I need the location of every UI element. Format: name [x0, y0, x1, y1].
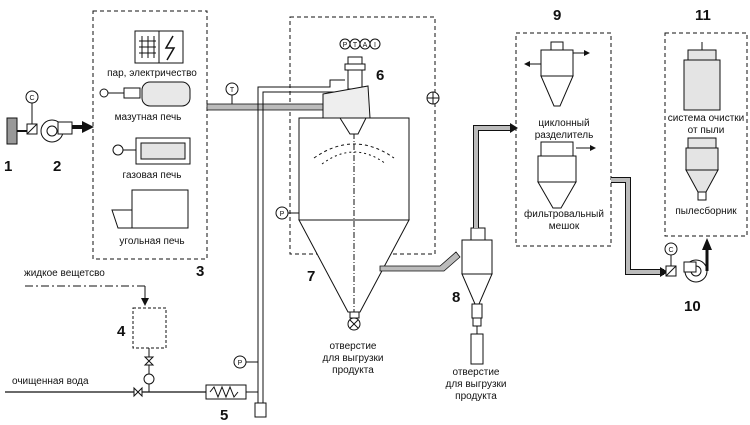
- label-coal-furnace: угольная печь: [119, 236, 184, 247]
- label-cyclone-2: разделитель: [535, 130, 594, 141]
- dust-cleaning-tower: [683, 42, 721, 111]
- number-9: 9: [553, 7, 561, 24]
- chamber-to-cyclone-duct: [379, 251, 461, 272]
- drying-chamber: [298, 117, 410, 313]
- label-bag-2: мешок: [549, 221, 580, 232]
- liquid-tank: [132, 307, 167, 392]
- sight-glass-icon: [426, 91, 440, 105]
- label-dust-system-1: система очистки: [668, 113, 745, 124]
- label-outlet7-3: продукта: [332, 365, 374, 376]
- control-c-fan1: C: [25, 90, 39, 135]
- separator-to-fan-duct: [611, 177, 668, 277]
- temperature-sensor-t: T: [225, 82, 239, 104]
- label-outlet8-2: для выгрузки: [445, 379, 506, 390]
- liquid-feed-line: [25, 285, 149, 306]
- top-instruments-ptai: P T A I: [339, 38, 381, 50]
- number-3: 3: [196, 263, 204, 280]
- label-outlet8-3: продукта: [455, 391, 497, 402]
- product-cyclone: [461, 227, 493, 365]
- label-liquid: жидкое вещетсво: [24, 268, 105, 279]
- label-bag-1: фильтровальный: [524, 208, 604, 220]
- number-10: 10: [684, 298, 701, 315]
- number-8: 8: [452, 289, 460, 306]
- svg-text:P: P: [238, 360, 243, 367]
- control-c-fan10: C: [664, 242, 678, 277]
- label-outlet7-1: отверстие: [330, 341, 377, 352]
- dryer-box: [289, 16, 436, 255]
- chamber-discharge-valve: [347, 311, 361, 331]
- chamber-pressure-p: P: [275, 206, 299, 220]
- coal-furnace-icon: [111, 189, 189, 229]
- number-7: 7: [307, 268, 315, 285]
- svg-text:A: A: [363, 42, 368, 49]
- bag-filter: [537, 141, 596, 209]
- label-gas-furnace: газовая печь: [123, 170, 182, 181]
- label-dust-system-2: от пыли: [688, 125, 725, 136]
- svg-text:P: P: [280, 211, 285, 218]
- number-6: 6: [376, 67, 384, 84]
- number-11: 11: [695, 7, 711, 24]
- dust-collector-cyclone: [685, 137, 719, 201]
- label-dust-collector: пылесборник: [675, 205, 737, 217]
- svg-text:C: C: [668, 247, 673, 254]
- label-steam-electric: пар, электричество: [107, 68, 197, 79]
- label-oil-furnace: мазутная печь: [115, 112, 182, 123]
- label-cyclone-1: циклонный: [538, 118, 589, 129]
- svg-text:T: T: [230, 87, 235, 94]
- number-1: 1: [4, 158, 12, 175]
- pipe-pressure-p: P: [233, 355, 258, 369]
- number-4: 4: [117, 323, 126, 340]
- cyclone-to-separator-duct: [473, 123, 518, 228]
- clean-water-line: [5, 386, 206, 398]
- electric-heater-icon: [134, 30, 184, 64]
- heat-exchanger: [205, 384, 258, 400]
- air-inlet-filter: [6, 117, 27, 145]
- number-5: 5: [220, 407, 228, 424]
- exhaust-fan: [683, 238, 712, 283]
- gas-furnace-icon: [112, 137, 191, 165]
- label-outlet7-2: для выгрузки: [322, 353, 383, 364]
- label-clean-water: очищенная вода: [12, 376, 89, 387]
- dust-system-box: [664, 32, 748, 237]
- atomizer: [322, 56, 371, 119]
- oil-furnace-icon: [99, 81, 191, 107]
- svg-text:C: C: [29, 95, 34, 102]
- heat-source-box: [92, 10, 208, 260]
- svg-text:P: P: [343, 42, 348, 49]
- feed-pipe: [254, 79, 345, 418]
- cyclone-separator: [524, 41, 590, 107]
- inlet-fan: [40, 119, 94, 143]
- svg-text:I: I: [374, 42, 376, 49]
- label-outlet8-1: отверстие: [453, 367, 500, 378]
- svg-text:T: T: [353, 42, 358, 49]
- number-2: 2: [53, 158, 61, 175]
